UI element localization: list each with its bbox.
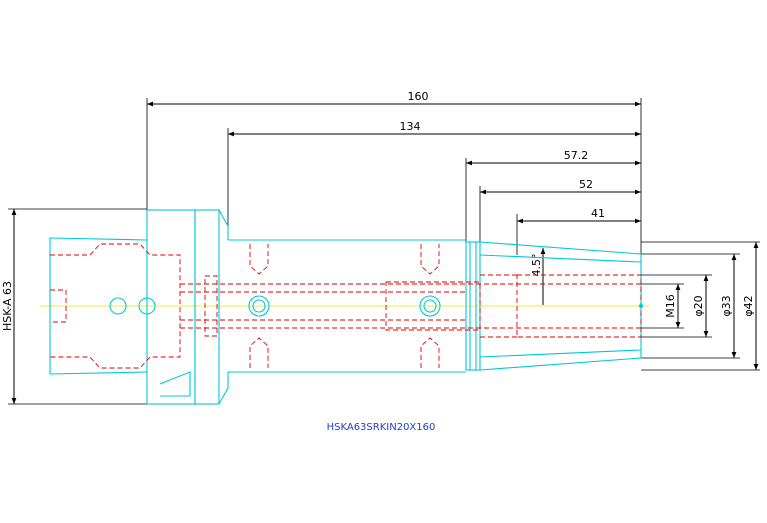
vertical-dimensions: HSK-A 63 φ42 φ33 φ20 M16	[1, 209, 759, 404]
dim-label-134: 134	[400, 120, 421, 133]
dim-label-42: φ42	[742, 295, 755, 316]
dim-label-m16: M16	[664, 294, 677, 318]
dim-label-angle: 4.5°	[530, 254, 543, 277]
cross-hole-1	[248, 295, 270, 317]
dim-label-160: 160	[408, 90, 429, 103]
dim-label-20: φ20	[692, 295, 705, 316]
horizontal-dimensions: 160 134 57.2 52 41	[147, 90, 641, 224]
extension-lines	[8, 98, 760, 405]
cross-hole-2	[419, 295, 441, 317]
tool-body-outline	[49, 209, 642, 405]
dim-label-41: 41	[591, 207, 605, 220]
end-marker	[639, 304, 643, 308]
drawing-caption: HSKA63SRKIN20X160	[327, 422, 436, 433]
dim-label-hsk: HSK-A 63	[1, 281, 14, 331]
taper-angle-annotation: 4.5°	[530, 248, 546, 305]
dim-label-57-2: 57.2	[564, 149, 589, 162]
dim-label-33: φ33	[720, 295, 733, 316]
hsk-center-hole	[109, 297, 127, 315]
dim-label-52: 52	[579, 178, 593, 191]
